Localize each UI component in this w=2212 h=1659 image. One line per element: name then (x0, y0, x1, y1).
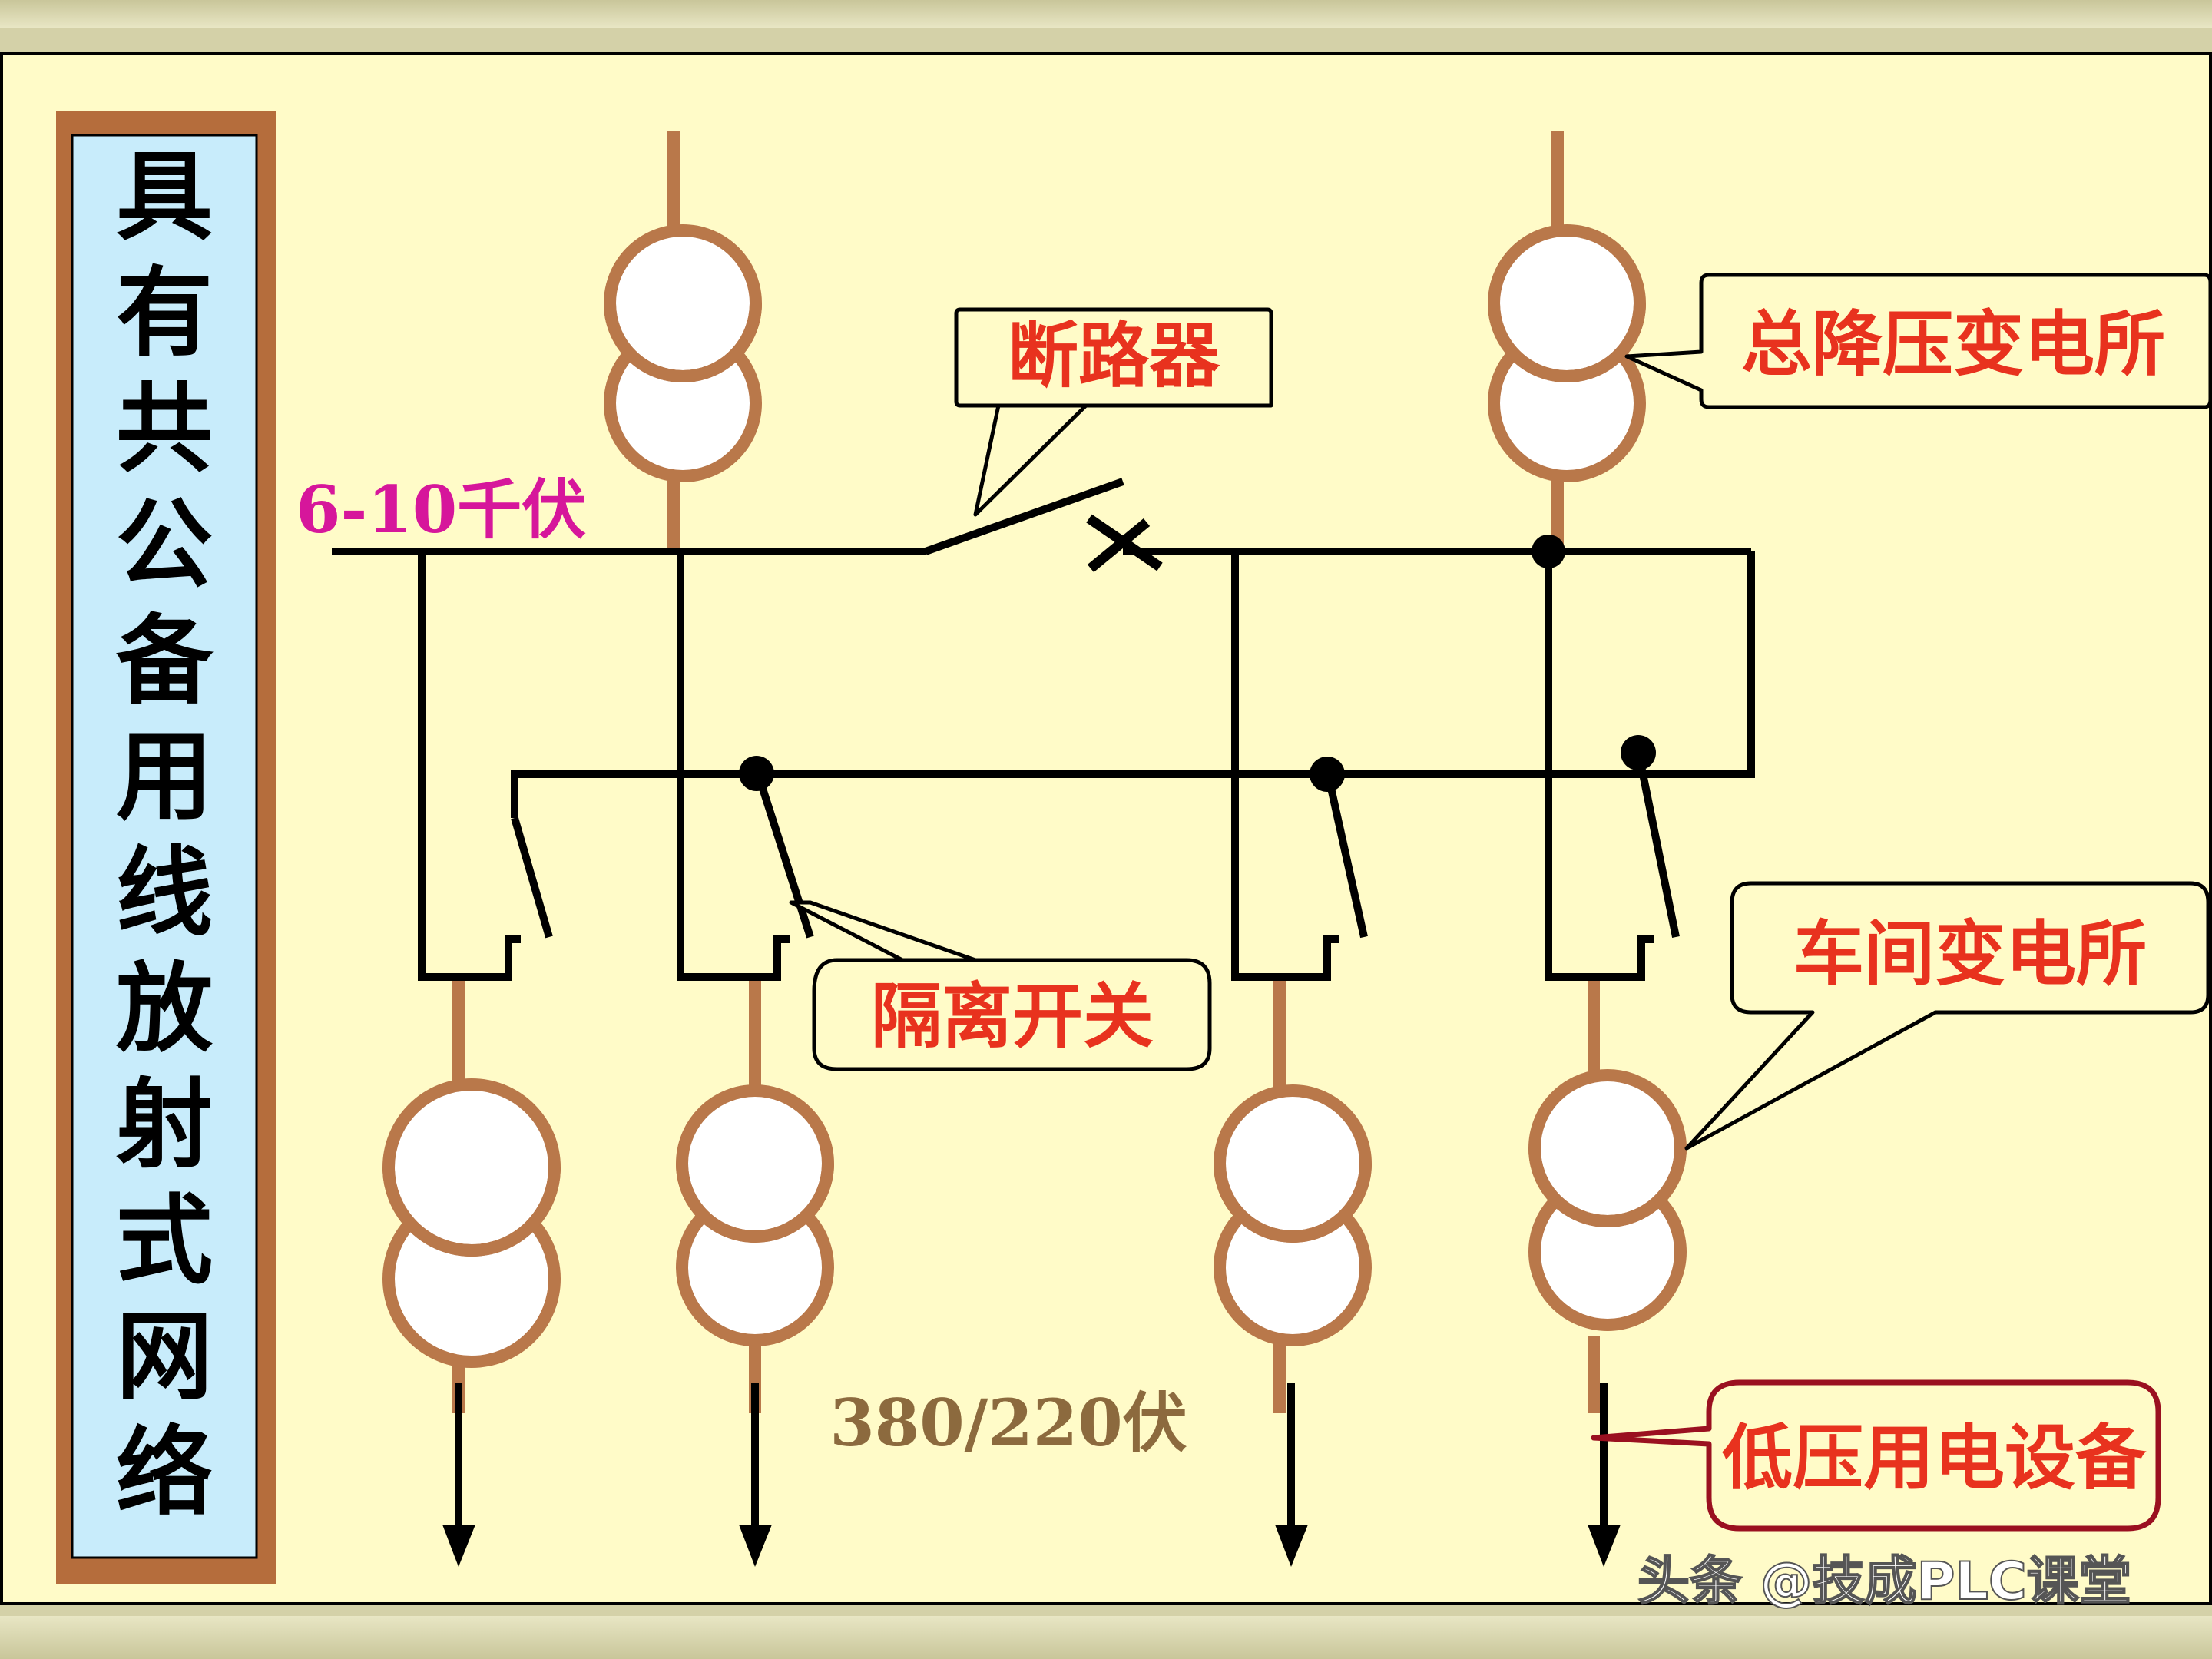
low-voltage-callout (1591, 1379, 2161, 1532)
main-transformer-1 (604, 224, 762, 482)
workshop-transformer-2 (676, 1084, 834, 1346)
title-char: 备 (116, 604, 214, 717)
breaker-label: 断路器 (1008, 314, 1220, 397)
workshop-transformer-3 (1214, 1084, 1372, 1346)
title-char: 共 (116, 372, 213, 485)
voltage-high-label: 6-10千伏 (296, 472, 586, 548)
watermark: 头条 @技成PLC课堂 (1637, 1551, 2131, 1612)
workshop-transformer-4 (1528, 1069, 1687, 1331)
title-char: 络 (116, 1416, 213, 1529)
title-char: 线 (116, 836, 213, 949)
title-char: 式 (116, 1184, 213, 1297)
workshop-transformer-1 (382, 1078, 561, 1368)
title-char: 有 (116, 256, 213, 369)
bottom-frame-bar (0, 1616, 2212, 1659)
main-substation-label: 总降压变电所 (1741, 303, 2165, 386)
title-char: 放 (116, 952, 213, 1065)
voltage-low-label: 380/220伏 (830, 1385, 1187, 1461)
title-char: 射 (116, 1068, 213, 1181)
output-arrow-icons (442, 1525, 1621, 1567)
low-voltage-equipment-label: 低压用电设备 (1722, 1416, 2147, 1499)
main-transformer-2 (1488, 224, 1646, 482)
isolator-label: 隔离开关 (871, 975, 1154, 1058)
top-frame-bar (0, 0, 2212, 28)
breaker-callout (954, 307, 1273, 517)
title-char: 公 (116, 488, 213, 601)
title-box (71, 134, 258, 1559)
title-char: 具 (116, 140, 213, 253)
breaker-x-icon (1086, 514, 1163, 573)
copper-lines (452, 131, 1600, 1413)
workshop-substation-label: 车间变电所 (1793, 912, 2147, 995)
junction-dots (739, 535, 1656, 792)
isolator-callout (789, 900, 1212, 1071)
title-char: 用 (116, 720, 213, 833)
black-wiring (332, 478, 1755, 1532)
title-char: 网 (116, 1300, 213, 1413)
main-substation-callout (1624, 273, 2212, 409)
workshop-substation-callout (1684, 881, 2210, 1151)
